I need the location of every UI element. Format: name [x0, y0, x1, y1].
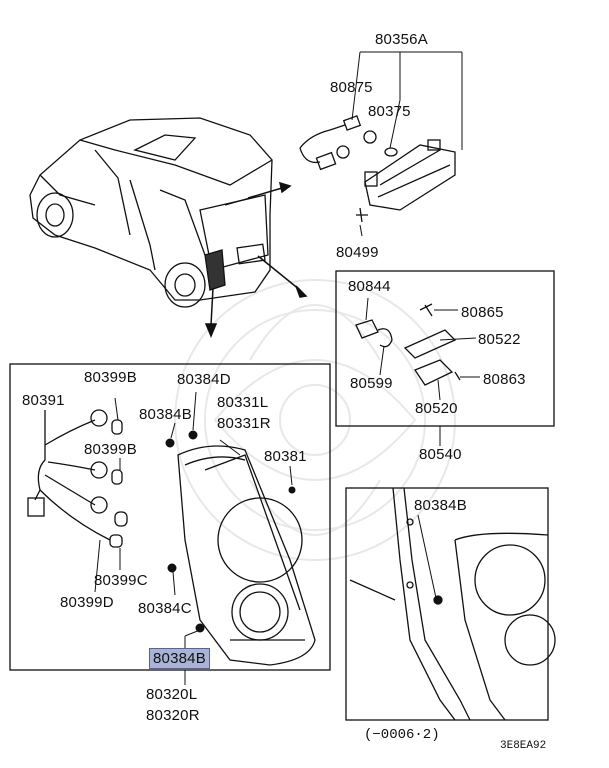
- part-label-80863[interactable]: 80863: [483, 371, 526, 388]
- part-label-80384D[interactable]: 80384D: [177, 371, 231, 388]
- box-80540-leaders: [365, 297, 480, 401]
- part-label-80522[interactable]: 80522: [478, 331, 521, 348]
- harness-and-sockets: [27, 409, 128, 548]
- part-label-80399B-lower[interactable]: 80399B: [84, 441, 137, 458]
- part-label-80875[interactable]: 80875: [330, 79, 373, 96]
- part-label-80384B-highlighted[interactable]: 80384B: [149, 648, 210, 669]
- part-label-80375[interactable]: 80375: [368, 103, 411, 120]
- serial-range-note: (−0006·2): [364, 727, 440, 743]
- diagram-code: 3E8EA92: [500, 740, 547, 752]
- part-label-80399C[interactable]: 80399C: [94, 572, 148, 589]
- part-label-80320L[interactable]: 80320L: [146, 686, 198, 703]
- vehicle-outline: [29, 117, 273, 308]
- license-lamp-assembly: [299, 115, 456, 223]
- box-detail: [345, 487, 549, 721]
- license-lamp-leaders: [351, 51, 463, 237]
- part-label-80356A[interactable]: 80356A: [375, 31, 428, 48]
- part-label-80540[interactable]: 80540: [419, 446, 462, 463]
- detail-view: [349, 487, 556, 721]
- pointer-arrows: [204, 181, 308, 338]
- part-label-80520[interactable]: 80520: [415, 400, 458, 417]
- part-label-80399B-upper[interactable]: 80399B: [84, 369, 137, 386]
- part-label-80381[interactable]: 80381: [264, 448, 307, 465]
- main-box-leaders: [94, 391, 293, 648]
- part-label-80331L[interactable]: 80331L: [217, 394, 269, 411]
- part-label-80865[interactable]: 80865: [461, 304, 504, 321]
- hardware-screws: [165, 430, 296, 633]
- part-label-80384B-upper[interactable]: 80384B: [139, 406, 192, 423]
- box-main: [9, 363, 331, 671]
- part-label-80599[interactable]: 80599: [350, 375, 393, 392]
- part-label-80384C[interactable]: 80384C: [138, 600, 192, 617]
- part-label-80320R[interactable]: 80320R: [146, 707, 200, 724]
- part-label-80391[interactable]: 80391: [22, 392, 65, 409]
- box-80540: [335, 270, 555, 427]
- part-label-80331R[interactable]: 80331R: [217, 415, 271, 432]
- lamp-lens: [177, 445, 316, 666]
- part-label-80844[interactable]: 80844: [348, 278, 391, 295]
- part-label-80384B-detail[interactable]: 80384B: [414, 497, 467, 514]
- part-label-80399D[interactable]: 80399D: [60, 594, 114, 611]
- part-label-80499[interactable]: 80499: [336, 244, 379, 261]
